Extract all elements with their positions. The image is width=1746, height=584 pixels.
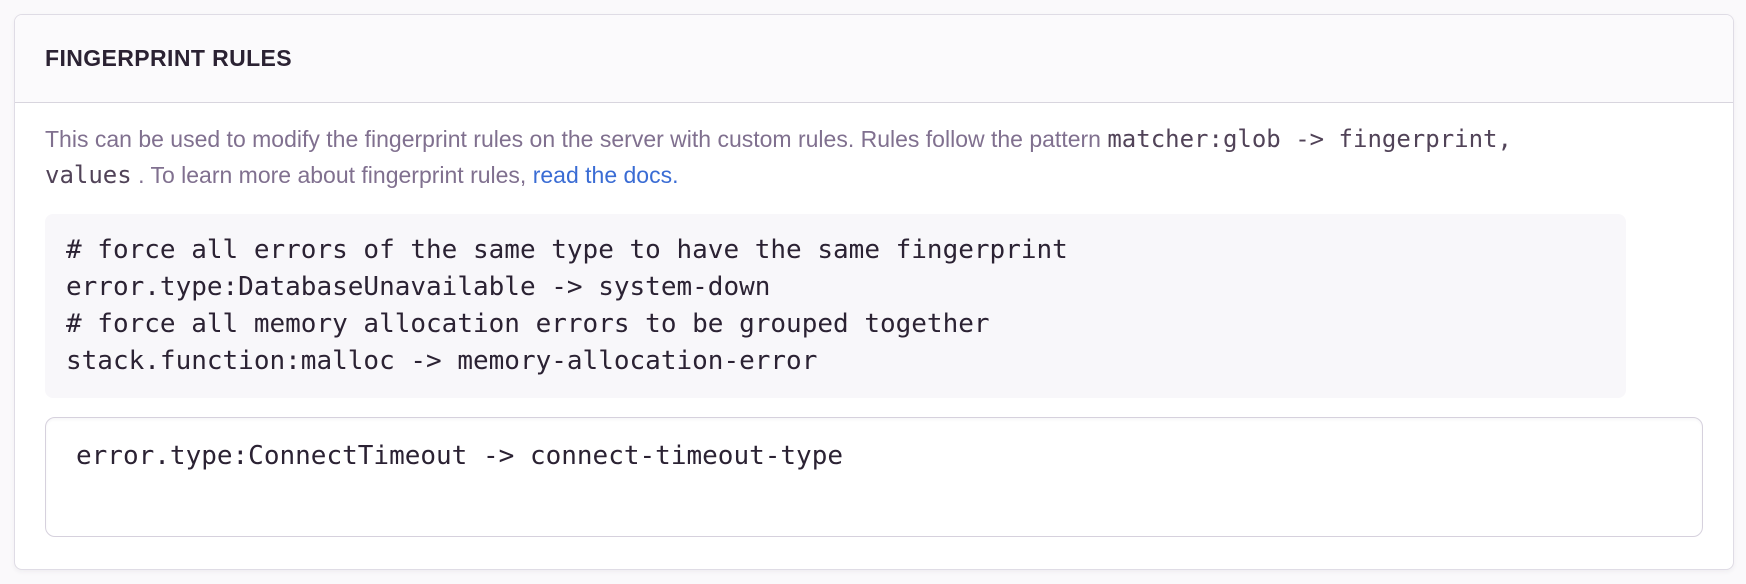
description-line-1: This can be used to modify the fingerpri… <box>45 121 1703 157</box>
fingerprint-rules-panel: FINGERPRINT RULES This can be used to mo… <box>14 14 1734 570</box>
code-line: # force all memory allocation errors to … <box>66 309 990 339</box>
fingerprint-rules-textarea[interactable]: error.type:ConnectTimeout -> connect-tim… <box>45 417 1703 537</box>
description-text: . To learn more about fingerprint rules, <box>131 162 533 188</box>
code-line: stack.function:malloc -> memory-allocati… <box>66 346 818 376</box>
pattern-inline-code: matcher:glob -> fingerprint, <box>1107 125 1512 153</box>
pattern-inline-code: values <box>45 161 132 189</box>
panel-header: FINGERPRINT RULES <box>15 15 1733 103</box>
code-line: # force all errors of the same type to h… <box>66 235 1068 265</box>
read-the-docs-link[interactable]: read the docs. <box>532 162 679 188</box>
description: This can be used to modify the fingerpri… <box>45 121 1703 193</box>
example-code-block: # force all errors of the same type to h… <box>45 214 1626 398</box>
panel-body: This can be used to modify the fingerpri… <box>15 103 1733 569</box>
description-line-2: values . To learn more about fingerprint… <box>45 157 1703 193</box>
code-line: error.type:DatabaseUnavailable -> system… <box>66 272 771 302</box>
panel-title: FINGERPRINT RULES <box>45 45 293 71</box>
description-text: This can be used to modify the fingerpri… <box>45 126 1108 152</box>
